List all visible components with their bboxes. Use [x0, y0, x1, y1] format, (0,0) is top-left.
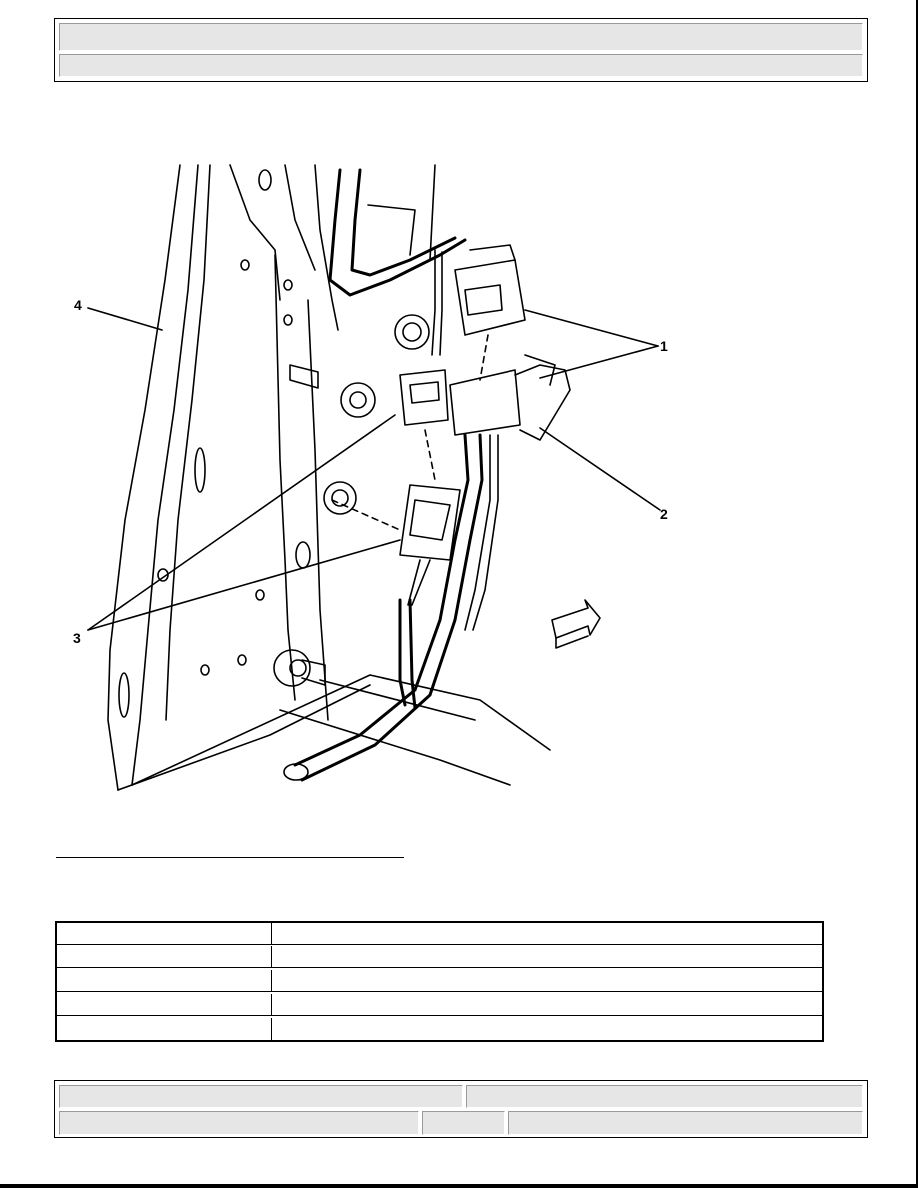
legend-description-cell	[272, 1018, 822, 1040]
footer-mid-bottom	[422, 1111, 505, 1135]
footer-left-bottom	[59, 1111, 419, 1135]
callout-2: 2	[660, 506, 668, 522]
header-subtitle	[59, 54, 863, 77]
table-row	[57, 1018, 822, 1041]
legend-description-cell	[272, 923, 822, 945]
callout-3: 3	[73, 630, 81, 646]
header-title	[59, 23, 863, 51]
footer-left-top	[59, 1085, 463, 1108]
section-divider	[56, 857, 404, 858]
page-border	[916, 0, 918, 1188]
footer-right-top	[466, 1085, 863, 1108]
wiring-connector-illustration: 4 1 2 3	[70, 160, 710, 800]
table-row	[57, 946, 822, 969]
document-footer	[54, 1080, 868, 1138]
table-row	[57, 994, 822, 1017]
footer-right-bottom	[508, 1111, 863, 1135]
legend-number-cell	[57, 946, 272, 968]
legend-description-cell	[272, 946, 822, 968]
legend-description-cell	[272, 994, 822, 1016]
legend-table	[55, 921, 824, 1042]
table-row	[57, 970, 822, 993]
document-header	[54, 18, 868, 82]
callout-4: 4	[74, 297, 82, 313]
legend-description-cell	[272, 970, 822, 992]
legend-number-cell	[57, 1018, 272, 1040]
page-border	[0, 1184, 918, 1188]
callout-1: 1	[660, 338, 668, 354]
table-row	[57, 923, 822, 946]
legend-number-cell	[57, 923, 272, 945]
legend-number-cell	[57, 994, 272, 1016]
legend-number-cell	[57, 970, 272, 992]
